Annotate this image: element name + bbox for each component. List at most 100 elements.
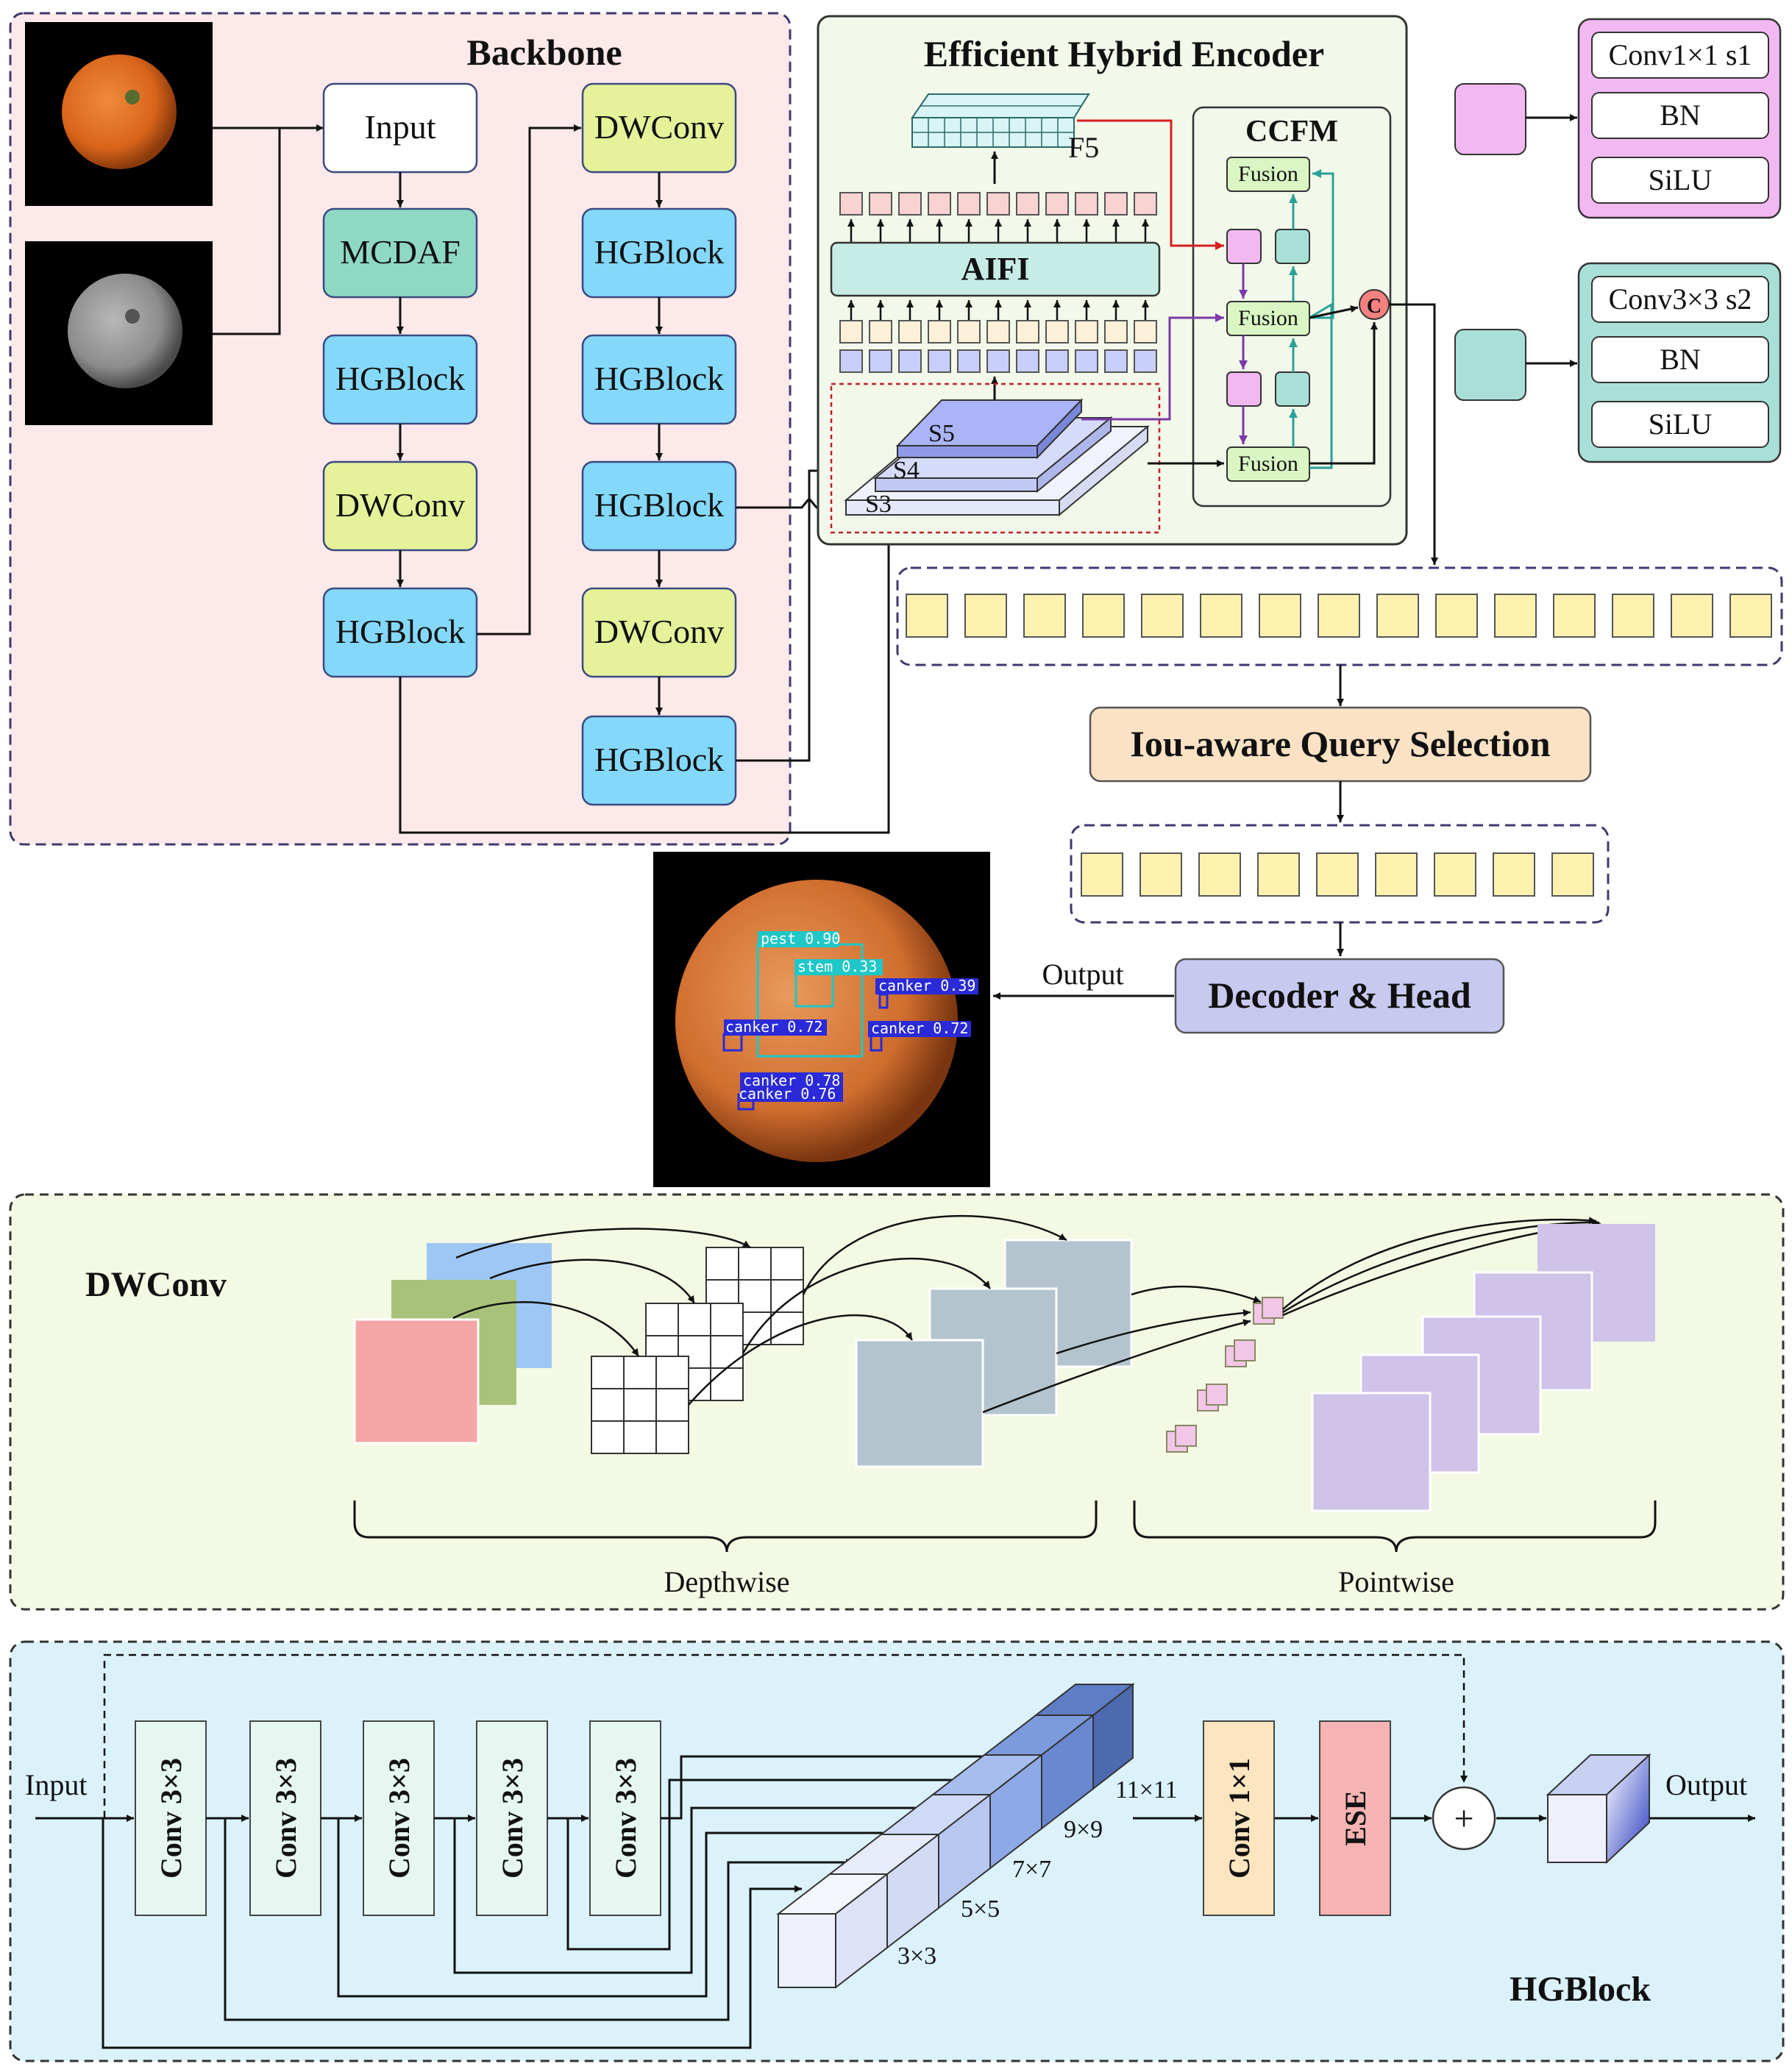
- token-row-mid: [839, 320, 1157, 343]
- hg-residual: [103, 1653, 1468, 1818]
- det-canker-1: canker 0.39: [878, 977, 975, 994]
- kernel-7x7: 7×7: [1012, 1856, 1051, 1883]
- encoder-tokens: [906, 594, 1772, 638]
- legend-conv3x3: Conv3×3 s2 BN SiLU: [1454, 262, 1782, 463]
- edge-f5-to-ccfm: [1077, 119, 1224, 250]
- hg-conv-1-label: Conv 3×3: [154, 1758, 188, 1879]
- decoder-head-label: Decoder & Head: [1208, 975, 1471, 1016]
- hgblock-output-label: Output: [1665, 1768, 1747, 1801]
- query-selection-label: Iou-aware Query Selection: [1130, 723, 1550, 764]
- backbone-panel: Backbone Input MCDAF HGBlock DWConv HGBl…: [9, 12, 892, 846]
- backbone-title: Backbone: [466, 32, 622, 73]
- decoder-head-box: [1174, 958, 1505, 1034]
- hg-conv-4-label: Conv 3×3: [496, 1758, 529, 1879]
- det-canker-5: canker 0.76: [739, 1085, 836, 1103]
- hg-ese-label: ESE: [1339, 1790, 1372, 1846]
- hg-output-cube: [1546, 1753, 1651, 1865]
- pink-node-1: [1226, 229, 1262, 264]
- legend-conv1x1-label: Conv1×1 s1: [1609, 38, 1752, 71]
- selected-tokens: [1081, 852, 1594, 897]
- node-dwconv-2-label: DWConv: [594, 108, 724, 146]
- aifi-label: AIFI: [961, 251, 1030, 287]
- token-row-bottom: [839, 349, 1157, 373]
- scale-stack-box: [830, 382, 1161, 534]
- node-hgblock-3-label: HGBlock: [594, 233, 724, 271]
- legend-conv3x3-label: Conv3×3 s2: [1609, 282, 1752, 316]
- f5-feature-map: [911, 93, 1090, 148]
- node-hgblock-2-label: HGBlock: [335, 613, 465, 650]
- hg-conv-3-label: Conv 3×3: [383, 1758, 416, 1879]
- kernel-11x11: 11×11: [1115, 1776, 1178, 1804]
- hg-add-label: +: [1454, 1799, 1473, 1838]
- legend-bn-label-1: BN: [1660, 99, 1701, 132]
- depthwise-output: [855, 1339, 984, 1468]
- fusion-mid-label: Fusion: [1238, 306, 1298, 330]
- node-dwconv-3-label: DWConv: [594, 613, 724, 650]
- pointwise-label: Pointwise: [1338, 1565, 1454, 1598]
- s3-label: S3: [865, 491, 892, 518]
- ccfm-title: CCFM: [1245, 115, 1338, 149]
- depthwise-label: Depthwise: [664, 1565, 789, 1598]
- legend-pink-swatch: [1454, 83, 1526, 155]
- dwconv-title: DWConv: [85, 1265, 227, 1304]
- concat-stack: [776, 1682, 1135, 1990]
- det-canker-3: canker 0.72: [871, 1019, 968, 1037]
- node-hgblock-6-label: HGBlock: [594, 741, 724, 778]
- pointwise-outputs: [1311, 1224, 1655, 1512]
- det-stem: stem 0.33: [797, 958, 877, 975]
- fusion-bottom-label: Fusion: [1238, 452, 1298, 476]
- pointwise-kernels: [1166, 1297, 1284, 1453]
- edge-gray-to-input: [213, 124, 324, 335]
- legend-conv1x1: Conv1×1 s1 BN SiLU: [1454, 18, 1782, 219]
- legend-teal-swatch: [1454, 329, 1526, 401]
- hg-conv-5-label: Conv 3×3: [609, 1758, 642, 1879]
- legend-silu-label-1: SiLU: [1649, 163, 1713, 196]
- hgblock-title: HGBlock: [1510, 1970, 1651, 2009]
- node-dwconv-1-label: DWConv: [335, 486, 465, 524]
- det-canker-2: canker 0.72: [725, 1018, 822, 1036]
- depthwise-arrows: [452, 1214, 1262, 1414]
- depthwise-brace: [353, 1500, 1098, 1553]
- concat-label: C: [1367, 295, 1382, 318]
- hg-conv-2: [249, 1720, 321, 1916]
- ccfm-black-edges: [1148, 303, 1438, 565]
- encoder-title: Efficient Hybrid Encoder: [924, 33, 1324, 74]
- ccfm-purple-edges: [1081, 263, 1248, 444]
- aifi-out-arrows: [847, 219, 1149, 243]
- output-label-top: Output: [1042, 958, 1123, 991]
- kernel-9x9: 9×9: [1064, 1816, 1103, 1843]
- hg-conv-2-label: Conv 3×3: [269, 1758, 302, 1879]
- hg-conv1x1: [1203, 1720, 1275, 1916]
- hg-conv-4: [476, 1720, 548, 1916]
- teal-node-2: [1275, 371, 1310, 407]
- hgblock-input-label: Input: [25, 1768, 87, 1801]
- f5-label: F5: [1068, 131, 1099, 164]
- hgblock-panel: HGBlock Input Output Conv 3×3 Conv 3×3 C…: [9, 1640, 1785, 2062]
- query-pipeline: Iou-aware Query Selection Decoder & Head…: [653, 566, 1783, 1187]
- kernel-3x3: 3×3: [897, 1943, 936, 1970]
- node-hgblock-4-label: HGBlock: [594, 360, 724, 397]
- det-canker-4: canker 0.78: [743, 1072, 840, 1089]
- aifi-block: [830, 241, 1161, 297]
- ccfm-teal-edges: [1289, 169, 1334, 469]
- legend-bn-label-2: BN: [1660, 343, 1701, 376]
- det-pest: pest 0.90: [761, 930, 840, 947]
- hg-convs: [135, 1720, 661, 1916]
- node-mcdaf-label: MCDAF: [340, 233, 461, 271]
- node-hgblock-1-label: HGBlock: [335, 360, 465, 397]
- orange-fruit: [62, 54, 177, 169]
- hg-main-edges: [35, 1753, 1755, 2049]
- encoder-panel: Efficient Hybrid Encoder F5: [817, 15, 1438, 565]
- s4-label: S4: [893, 457, 920, 484]
- gray-fruit: [68, 274, 182, 388]
- hg-conv1x1-label: Conv 1×1: [1223, 1758, 1256, 1879]
- fusion-top-label: Fusion: [1238, 162, 1298, 186]
- hg-conv-1: [135, 1720, 207, 1916]
- legend-silu-label-2: SiLU: [1649, 407, 1713, 441]
- kernel-5x5: 5×5: [961, 1895, 1000, 1923]
- pink-node-2: [1226, 371, 1262, 407]
- pointwise-brace: [1133, 1500, 1657, 1553]
- hg-ese: [1319, 1720, 1391, 1916]
- s5-label: S5: [928, 420, 955, 447]
